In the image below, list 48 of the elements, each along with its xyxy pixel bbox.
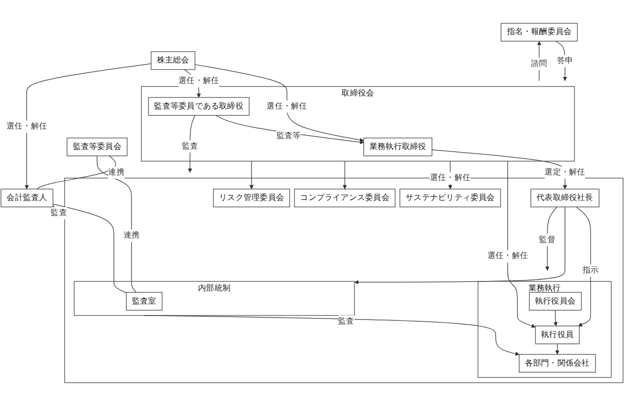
node-box: 監査等委員である取締役 xyxy=(148,97,250,116)
arrow xyxy=(537,40,542,82)
edge-label: 選任・解任 xyxy=(178,76,220,86)
arrow xyxy=(576,206,591,326)
arrow xyxy=(188,115,196,173)
node-box: サステナビリティ委員会 xyxy=(400,188,501,208)
node-box: 監査室 xyxy=(126,292,162,310)
edge-label: 連携 xyxy=(108,167,124,177)
arrow xyxy=(545,206,558,271)
edge-label: 監督 xyxy=(539,234,556,244)
connector xyxy=(96,156,137,293)
edge-label: 監査 xyxy=(50,208,67,218)
arrow xyxy=(555,344,560,355)
arrow xyxy=(215,115,364,144)
edge-label: 連携 xyxy=(123,230,140,240)
node-box: 執行役員会 xyxy=(529,292,582,310)
arrow xyxy=(24,63,152,190)
connector xyxy=(52,204,127,294)
node-box: 会計監査人 xyxy=(0,188,54,208)
edge-label: 選任・解任 xyxy=(266,101,308,111)
arrow xyxy=(354,206,566,284)
edge-label: 選任・解任 xyxy=(430,172,471,182)
node-box: 株主総会 xyxy=(150,51,196,70)
arrow xyxy=(194,64,364,142)
arrow xyxy=(249,160,254,190)
edge-label: 選任・解任 xyxy=(487,251,528,261)
connector xyxy=(36,156,116,190)
edge-label: 選定・解任 xyxy=(544,167,586,177)
node-box: コンプライアンス委員会 xyxy=(294,188,396,208)
edge-label: 諮問 xyxy=(531,58,548,68)
node-box: 執行役員 xyxy=(535,326,580,344)
node-box: リスク管理委員会 xyxy=(213,188,290,208)
arrow xyxy=(553,310,558,326)
edge-label: 監査等 xyxy=(276,130,301,140)
edge-label: 監査 xyxy=(182,141,198,151)
edge-label: 選任・解任 xyxy=(6,122,47,132)
edge-label: 監査 xyxy=(338,316,354,326)
node-box: 業務執行取締役 xyxy=(363,138,432,156)
node-box: 代表取締役社長 xyxy=(530,188,600,208)
arrow xyxy=(507,160,536,328)
arrow xyxy=(342,160,347,190)
edge-label: 答申 xyxy=(556,56,574,66)
edge-label: 指示 xyxy=(582,265,599,275)
node-box: 指名・報酬委員会 xyxy=(500,22,578,42)
arrow xyxy=(555,40,568,82)
node-box: 監査等委員会 xyxy=(66,138,128,156)
arrow xyxy=(144,315,520,356)
node-box: 各部門・関係会社 xyxy=(518,354,596,373)
